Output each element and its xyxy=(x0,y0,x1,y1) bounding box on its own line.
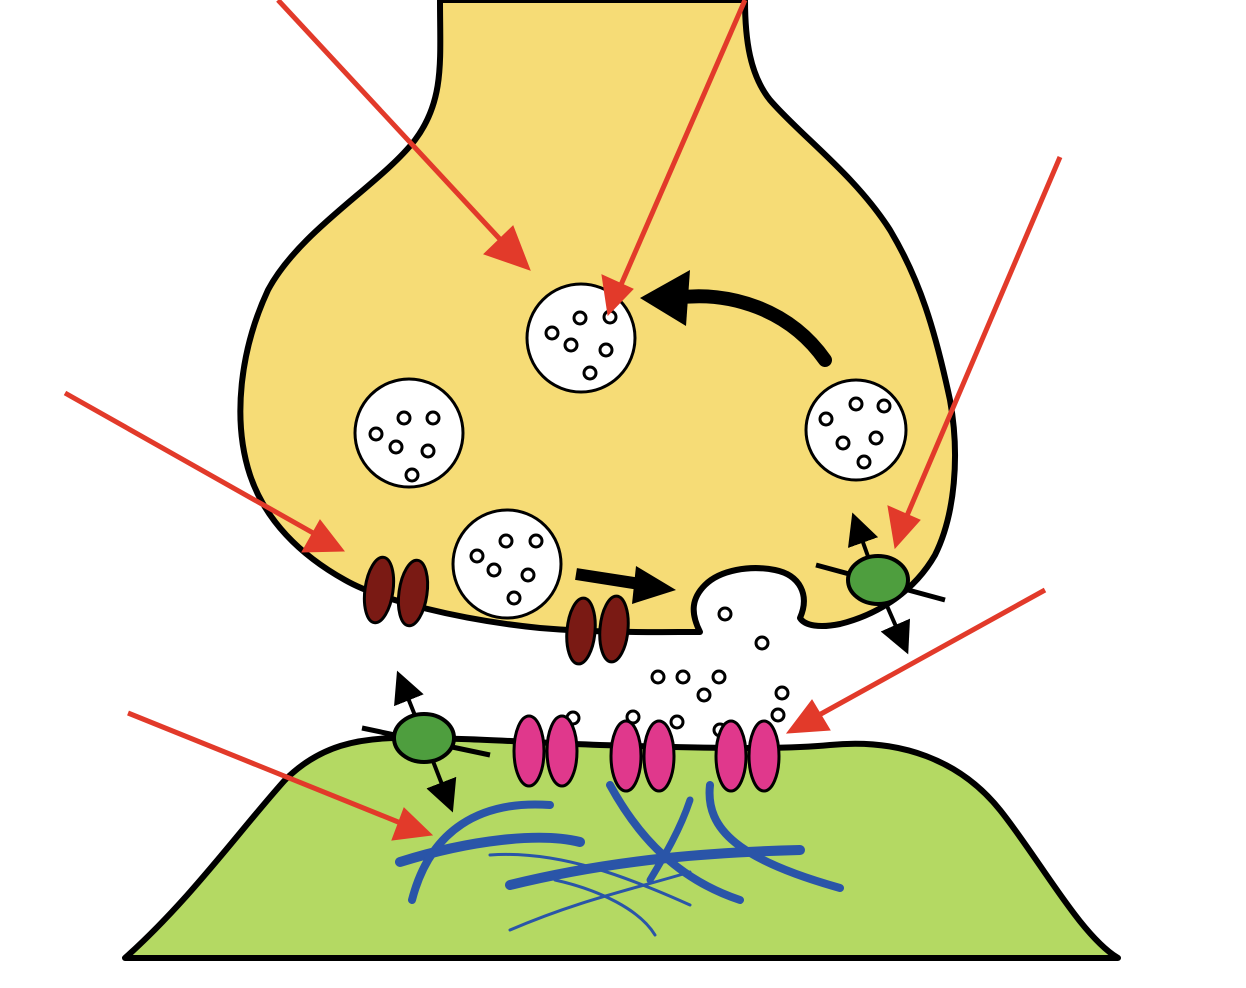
receptor-icon xyxy=(714,719,781,793)
transporter-left xyxy=(361,670,491,813)
vesicle-movement-arrow xyxy=(575,566,676,604)
pointer-arrows xyxy=(63,0,1063,841)
pointer-arrow-icon xyxy=(601,0,748,317)
pointer-arrow-icon xyxy=(785,587,1047,734)
pointer-arrow-icon xyxy=(127,710,434,841)
receptor-icon xyxy=(609,719,676,793)
pointer-arrow-icon xyxy=(887,156,1063,550)
neurotransmitter-molecules xyxy=(565,606,790,738)
vesicle-icon xyxy=(804,378,908,482)
transporter-icon xyxy=(846,554,910,606)
transporter-icon xyxy=(392,712,456,764)
presynaptic-channels xyxy=(362,555,630,666)
transporter-right xyxy=(815,512,946,655)
receptor-icon xyxy=(512,714,579,788)
vesicle-icon xyxy=(353,377,465,489)
pointer-arrow-icon xyxy=(276,0,531,271)
postsynaptic-spine xyxy=(122,735,1121,961)
postsynaptic-receptors xyxy=(512,714,781,793)
recycling-arrow xyxy=(640,270,832,367)
pointer-arrow-icon xyxy=(63,390,346,553)
vesicles xyxy=(353,282,908,620)
vesicle-icon xyxy=(451,508,563,620)
channel-icon xyxy=(362,555,430,628)
cytoskeleton xyxy=(395,781,844,937)
channel-icon xyxy=(565,594,630,666)
